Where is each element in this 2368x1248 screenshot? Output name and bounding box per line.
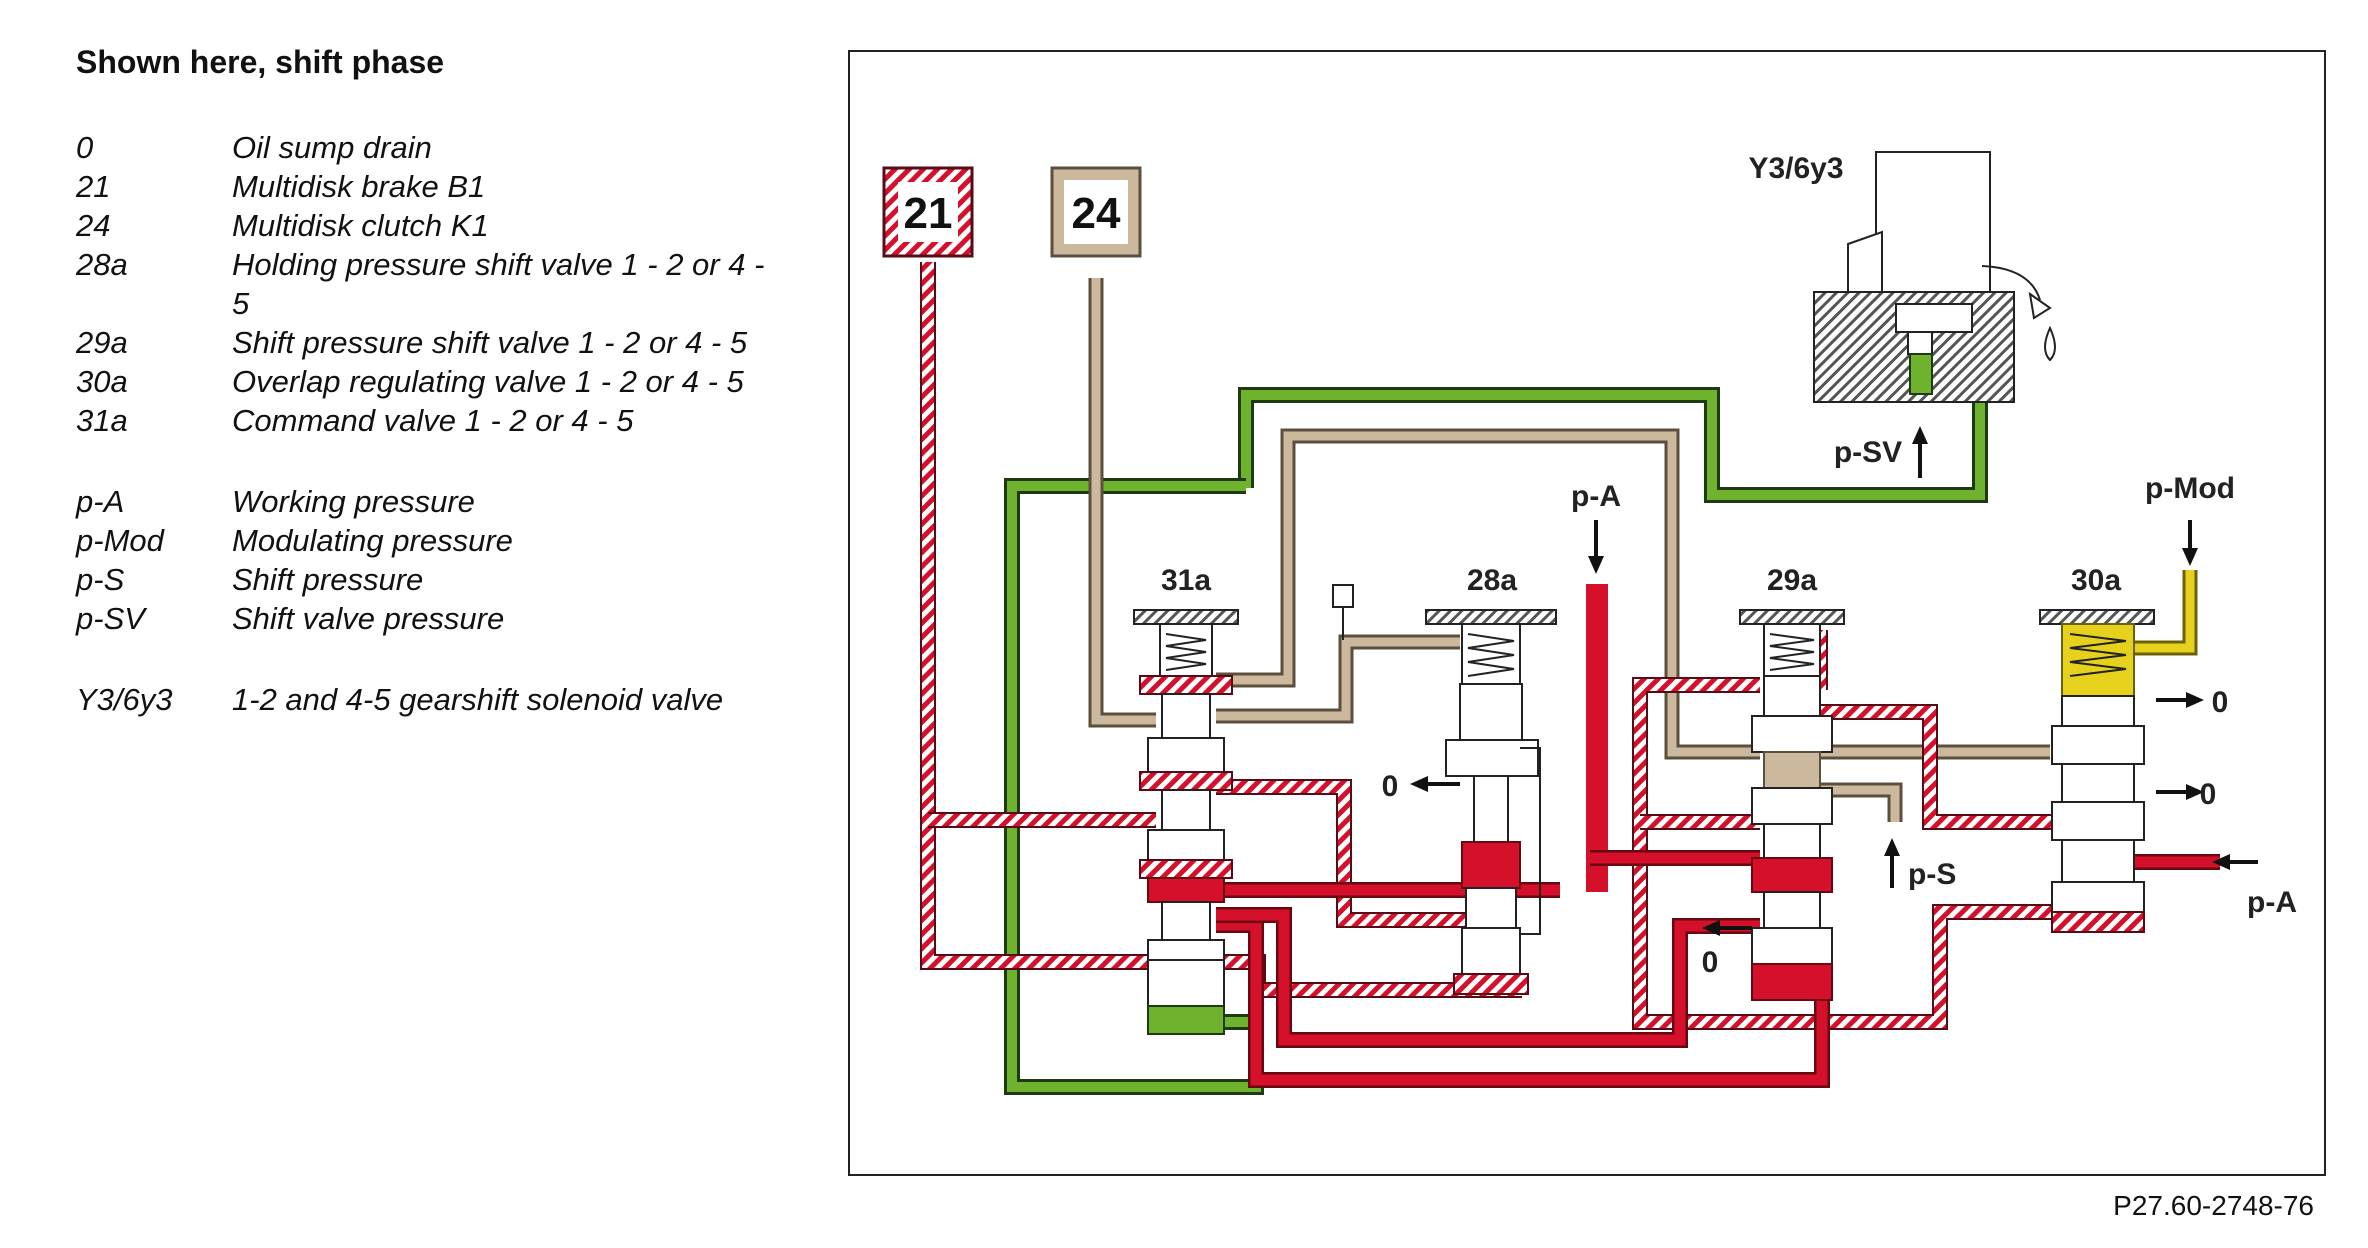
pMod-label: p-Mod — [2145, 472, 2235, 505]
legend-desc: Shift pressure — [232, 562, 424, 597]
drain-30a-lower-label: 0 — [2200, 778, 2217, 811]
legend-desc: 1-2 and 4-5 gearshift solenoid valve — [232, 682, 724, 717]
valve-28a: 28a — [1425, 564, 1557, 995]
green-line — [1004, 335, 1988, 1095]
pA-top-label: p-A — [1571, 480, 1621, 513]
legend-desc: Shift pressure shift valve 1 - 2 or 4 - … — [232, 325, 748, 360]
valve-30a-label: 30a — [2071, 564, 2121, 597]
legend-desc: Multidisk clutch K1 — [232, 208, 489, 243]
legend-desc: Multidisk brake B1 — [232, 169, 486, 204]
solenoid-valve: Y3/6y3 — [1748, 151, 2056, 403]
red-line — [1216, 584, 2220, 1088]
pSV-label: p-SV — [1834, 436, 1902, 469]
legend-title: Shown here, shift phase — [76, 44, 445, 80]
valve-30a: 30a — [2039, 564, 2155, 933]
legend-code: 29a — [76, 325, 128, 360]
solenoid-label: Y3/6y3 — [1748, 152, 1843, 185]
legend-desc: Overlap regulating valve 1 - 2 or 4 - 5 — [232, 364, 744, 399]
box-24-label: 24 — [1072, 189, 1121, 238]
box-21-label: 21 — [904, 189, 953, 238]
pA-right-label: p-A — [2247, 886, 2297, 919]
pS-label: p-S — [1908, 858, 1956, 891]
legend-desc: Oil sump drain — [232, 130, 432, 165]
valve-29a: 29a — [1739, 564, 1845, 1001]
reference-number: P27.60-2748-76 — [2113, 1190, 2314, 1221]
legend-code: p-A — [76, 484, 125, 519]
legend-code: p-S — [76, 562, 125, 597]
legend-code: Y3/6y3 — [76, 682, 173, 717]
valve-31a: 31a — [1133, 564, 1239, 1035]
drain-30a-upper-label: 0 — [2212, 686, 2229, 719]
hatched-line — [920, 262, 2060, 1030]
legend-code: p-SV — [76, 601, 145, 636]
box-24: 24 — [1050, 166, 1142, 258]
legend-code: 0 — [76, 130, 94, 165]
legend-row: Y3/6y3 1-2 and 4-5 gearshift solenoid val… — [76, 680, 776, 719]
legend-row: p-Mod Modulating pressure — [76, 521, 776, 560]
yellow-line — [2134, 570, 2198, 656]
legend-desc: Shift valve pressure — [232, 601, 505, 636]
legend-code: 28a — [76, 247, 128, 282]
legend-desc: Working pressure — [232, 484, 475, 519]
legend-desc: Holding pressure shift valve 1 - 2 or 4 … — [232, 247, 765, 321]
pressure-arrows — [1410, 426, 2258, 936]
legend-code: 21 — [76, 169, 111, 204]
legend-row: 21 Multidisk brake B1 — [76, 167, 776, 206]
legend-code: p-Mod — [76, 523, 164, 558]
legend-row: 0 Oil sump drain — [76, 128, 776, 167]
legend-row: 28a Holding pressure shift valve 1 - 2 or… — [76, 245, 776, 323]
legend-row: 31a Command valve 1 - 2 or 4 - 5 — [76, 401, 776, 440]
box-21: 21 — [882, 166, 974, 258]
valve-29a-label: 29a — [1767, 564, 1817, 597]
legend-code: 30a — [76, 364, 128, 399]
legend-row: 29a Shift pressure shift valve 1 - 2 or 4… — [76, 323, 776, 362]
legend-code: 24 — [76, 208, 111, 243]
diagram-frame — [848, 50, 2326, 1176]
drain-29a-label: 0 — [1702, 946, 1719, 979]
valve-31a-label: 31a — [1161, 564, 1211, 597]
legend-row: p-A Working pressure — [76, 482, 776, 521]
legend-desc: Command valve 1 - 2 or 4 - 5 — [232, 403, 634, 438]
beige-line — [1088, 278, 2050, 822]
legend-row: 24 Multidisk clutch K1 — [76, 206, 776, 245]
drain-28a-label: 0 — [1382, 770, 1399, 803]
valve-28a-label: 28a — [1467, 564, 1517, 597]
legend-code: 31a — [76, 403, 128, 438]
legend-row: 30a Overlap regulating valve 1 - 2 or 4 -… — [76, 362, 776, 401]
legend-row: p-S Shift pressure — [76, 560, 776, 599]
legend-desc: Modulating pressure — [232, 523, 513, 558]
legend-row: p-SV Shift valve pressure — [76, 599, 776, 638]
